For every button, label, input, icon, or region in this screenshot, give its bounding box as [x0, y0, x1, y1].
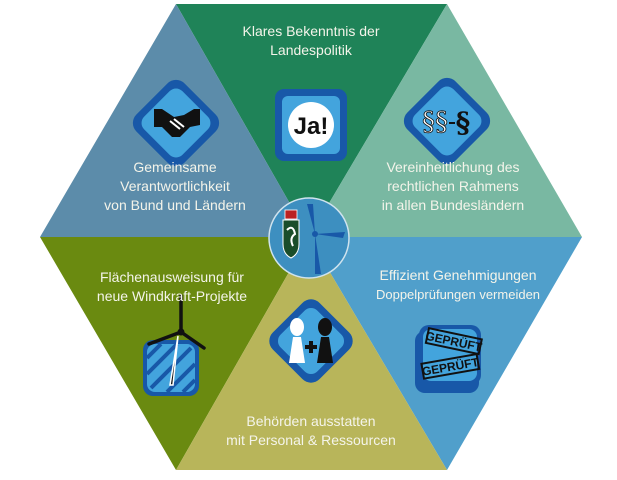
- label-upper-right: Vereinheitlichung des rechtlichen Rahmen…: [382, 158, 524, 215]
- label-line: mit Personal & Ressourcen: [226, 432, 396, 448]
- label-line: Klares Bekenntnis der: [242, 23, 380, 39]
- label-line: rechtlichen Rahmens: [387, 178, 519, 194]
- label-line: Verantwortlichkeit: [120, 178, 230, 194]
- label-upper-left: Gemeinsame Verantwortlichkeit von Bund u…: [104, 158, 246, 215]
- styria-coat-of-arms-wind-turbine-icon: [268, 197, 350, 279]
- label-top: Klares Bekenntnis der Landespolitik: [243, 22, 380, 60]
- label-line: Landespolitik: [270, 42, 352, 58]
- label-bottom: Behörden ausstatten mit Personal & Resso…: [226, 412, 396, 450]
- label-line: Vereinheitlichung des: [386, 159, 520, 175]
- label-line: von Bund und Ländern: [104, 197, 246, 213]
- personnel-icon: [269, 299, 353, 383]
- svg-text:§§: §§: [422, 107, 448, 137]
- label-line: Flächenausweisung für: [100, 269, 244, 285]
- label-lower-left: Flächenausweisung für neue Windkraft-Pro…: [97, 268, 247, 306]
- label-line: Effizient Genehmigungen: [379, 267, 537, 283]
- label-line: Behörden ausstatten: [246, 413, 376, 429]
- stamp-icon: GEPRÜFT GEPRÜFT: [415, 325, 484, 393]
- label-line: Gemeinsame: [133, 159, 217, 175]
- label-line: Doppelprüfungen vermeiden: [375, 287, 541, 302]
- label-line: in allen Bundesländern: [381, 197, 525, 213]
- label-lower-right: Effizient Genehmigungen Doppelprüfungen …: [376, 266, 540, 304]
- ja-badge-icon: Ja!: [275, 89, 347, 161]
- paragraph-merge-icon: §§ §: [403, 77, 491, 165]
- wind-turbine-area-icon: [143, 294, 206, 396]
- handshake-icon: [132, 79, 220, 167]
- ja-text: Ja!: [294, 113, 329, 140]
- svg-text:§: §: [456, 106, 471, 139]
- label-line: neue Windkraft-Projekte: [96, 288, 248, 304]
